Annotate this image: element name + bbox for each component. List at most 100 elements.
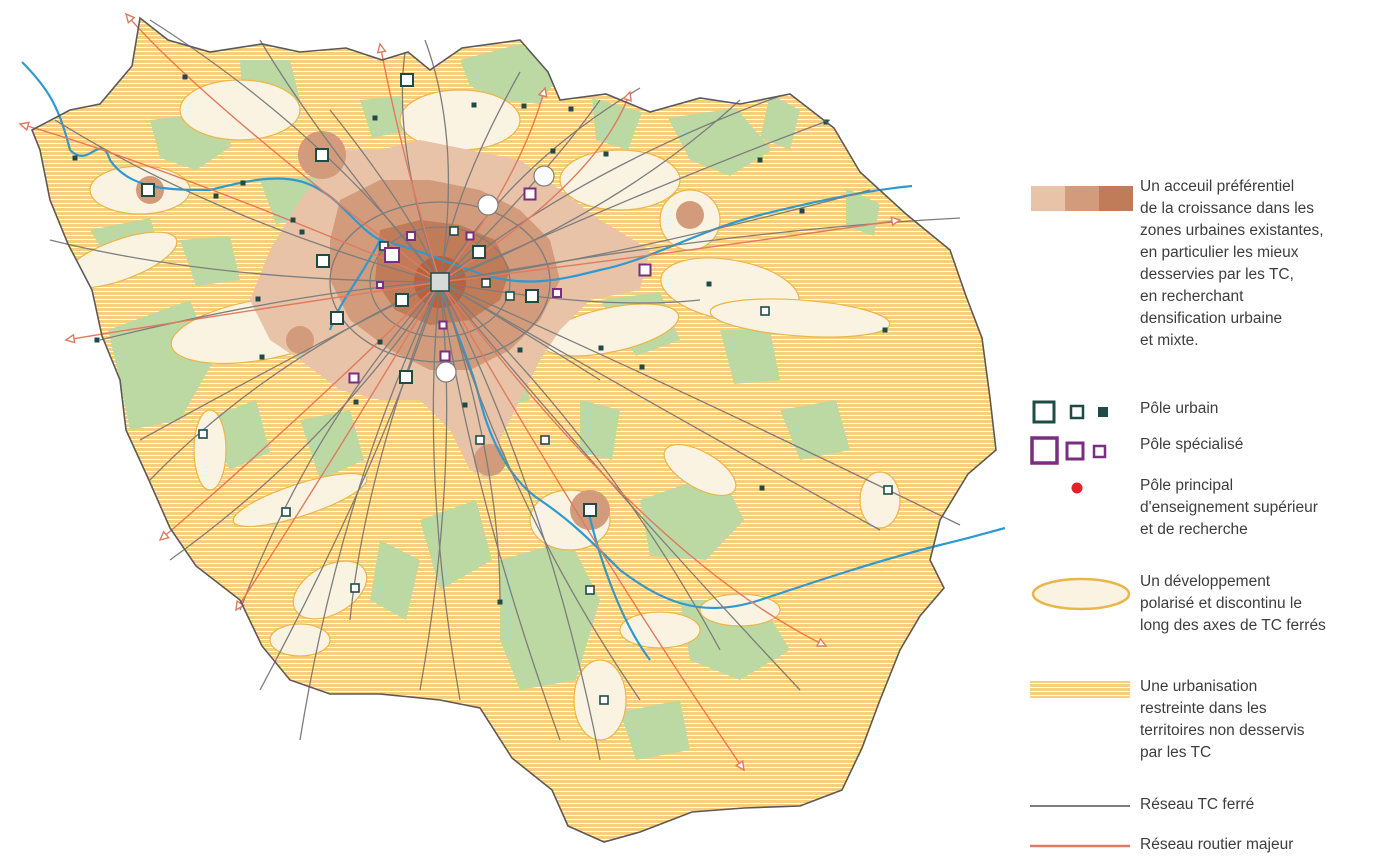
- pole-enseignement-icon: [1071, 482, 1083, 494]
- pole-urbain-medium: [350, 583, 360, 593]
- legend-text-line: Réseau routier majeur: [1140, 836, 1294, 853]
- rail-line: [439, 281, 721, 651]
- road-arrow-icon: [815, 637, 828, 647]
- road-line: [19, 123, 441, 283]
- legend-text-line: territoires non desservis: [1140, 722, 1305, 739]
- legend-urbanisation: Une urbanisation restreinte dans les ter…: [1028, 676, 1373, 768]
- green-area: [460, 44, 560, 104]
- road-arrow-icon: [124, 12, 136, 24]
- rail-line: [439, 119, 831, 283]
- rail-line: [99, 281, 441, 341]
- pole-urbain-small: [568, 106, 574, 112]
- pole-specialise: [406, 231, 416, 241]
- rail-line: [54, 119, 441, 283]
- legend-pole-enseignement-text: Pôle principal d'enseignement supérieur …: [1140, 475, 1372, 541]
- pole-urbain-medium: [599, 695, 609, 705]
- development-halo: [619, 611, 701, 649]
- road-line: [125, 13, 441, 283]
- legend-pole-specialise-text: Pôle spécialisé: [1140, 434, 1372, 456]
- legend-text-line: et mixte.: [1140, 332, 1199, 349]
- legend-text-line: de la croissance dans les: [1140, 200, 1315, 217]
- legend-developpement: Un développement polarisé et discontinu …: [1028, 571, 1373, 641]
- rail-line: [349, 281, 441, 621]
- pole-urbain-medium: [760, 306, 770, 316]
- road-line: [439, 281, 827, 647]
- pole-urbain-large: [315, 148, 329, 162]
- road-line-icon: [1030, 844, 1130, 848]
- pole-urbain-medium: [475, 435, 485, 445]
- legend-text-line: Pôle spécialisé: [1140, 436, 1244, 453]
- legend-text-line: polarisé et discontinu le: [1140, 595, 1302, 612]
- rail-network: [49, 19, 961, 761]
- road-network: [18, 12, 902, 772]
- legend-reseau-routier-text: Réseau routier majeur: [1140, 834, 1372, 856]
- pole-urbain-small: [72, 155, 78, 161]
- urbanisation-stripe-icon: [1030, 681, 1130, 698]
- pole-urbain-small: [299, 229, 305, 235]
- road-line: [439, 219, 901, 283]
- rail-line: [424, 39, 450, 283]
- legend-text-line: densification urbaine: [1140, 310, 1283, 327]
- pole-urbain-small: [550, 148, 556, 154]
- pole-urbain-small: [603, 151, 609, 157]
- rail-line: [259, 281, 441, 691]
- legend-developpement-text: Un développement polarisé et discontinu …: [1140, 571, 1372, 637]
- legend-text-line: Pôle principal: [1140, 477, 1234, 494]
- pole-specialise: [465, 231, 475, 241]
- legend-pole-enseignement: Pôle principal d'enseignement supérieur …: [1028, 475, 1373, 545]
- pole-urbain-small: [706, 281, 712, 287]
- ile-de-france-map: [18, 12, 1006, 843]
- rail-line: [439, 99, 741, 283]
- development-halo: [699, 593, 781, 627]
- legend-text-line: par les TC: [1140, 744, 1212, 761]
- legend-text-line: en recherchant: [1140, 288, 1244, 305]
- road-arrow-icon: [537, 86, 548, 98]
- legend-text-line: en particulier les mieux: [1140, 244, 1299, 261]
- rail-line: [169, 281, 441, 561]
- urban-zone-satellite: [676, 201, 704, 229]
- urban-zone-satellite: [286, 326, 314, 354]
- pole-specialise: [438, 320, 448, 330]
- pole-urbain-medium: [883, 485, 893, 495]
- pole-urbain-small: [290, 217, 296, 223]
- interchange-circle: [533, 165, 555, 187]
- legend-pole-urbain-text: Pôle urbain: [1140, 398, 1372, 420]
- pole-urbain-small: [259, 354, 265, 360]
- green-area: [204, 400, 270, 470]
- development-halo: [269, 623, 331, 657]
- pole-urbain-large: [400, 73, 414, 87]
- pole-urbain-medium: [281, 507, 291, 517]
- green-area: [370, 540, 420, 620]
- legend-accueil-text: Un acceuil préférentiel de la croissance…: [1140, 176, 1372, 352]
- legend-text-line: Réseau TC ferré: [1140, 796, 1255, 813]
- region-border: [30, 16, 997, 843]
- rail-line: [439, 71, 521, 283]
- pole-urbain-small: [757, 157, 763, 163]
- pole-urbain-icon: [1032, 400, 1108, 424]
- road-arrow-icon: [890, 216, 902, 227]
- pole-urbain-small: [213, 193, 219, 199]
- pole-urbain-small: [255, 296, 261, 302]
- road-arrow-icon: [622, 90, 632, 102]
- green-area: [720, 330, 780, 384]
- legend-text-line: Un développement: [1140, 573, 1271, 590]
- rail-line: [419, 281, 448, 691]
- pole-urbain-large: [399, 370, 413, 384]
- pole-urbain-small: [759, 485, 765, 491]
- urban-zone-satellite: [474, 444, 506, 476]
- rail-line-icon: [1030, 805, 1130, 807]
- development-halo: [709, 298, 891, 338]
- green-area: [780, 400, 850, 460]
- pole-urbain-medium: [540, 435, 550, 445]
- legend-text-line: et de recherche: [1140, 521, 1248, 538]
- legend-urbanisation-text: Une urbanisation restreinte dans les ter…: [1140, 676, 1372, 764]
- pole-urbain-small: [517, 347, 523, 353]
- pole-urbain-small: [799, 208, 805, 214]
- legend-text-line: d'enseignement supérieur: [1140, 499, 1318, 516]
- developpement-halo-icon: [1031, 577, 1131, 611]
- rail-line: [432, 281, 461, 701]
- legend-reseau-tc: Réseau TC ferré: [1028, 794, 1373, 818]
- pole-specialise: [384, 247, 400, 263]
- pole-specialise: [376, 281, 384, 289]
